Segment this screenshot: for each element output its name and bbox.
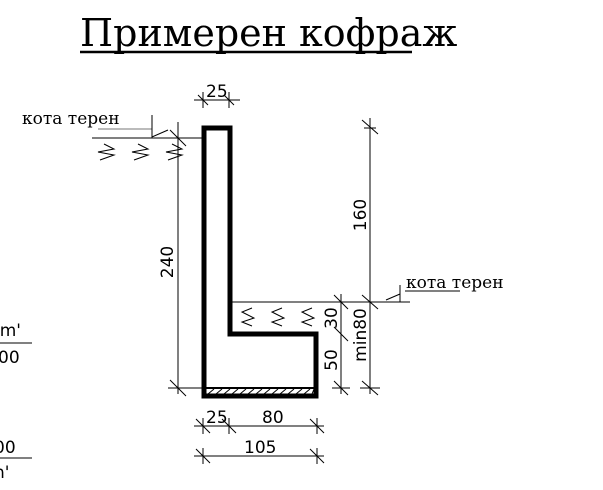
dim-bottom-base-text: 80 xyxy=(262,408,284,428)
dim-total-height: 240 xyxy=(158,122,204,397)
left-ground-label: кота терен xyxy=(22,109,120,129)
dim-min-depth-text: min80 xyxy=(351,308,371,362)
dim-bottom: 25 80 105 xyxy=(194,408,325,464)
hatch-line xyxy=(215,388,223,395)
hatch-line xyxy=(279,388,287,395)
hatch-line xyxy=(207,388,215,395)
hatch-line xyxy=(303,388,311,395)
dim-upper-height-text: 160 xyxy=(351,199,371,231)
fragment-bottom-unit: n' xyxy=(0,463,9,483)
hatch-line xyxy=(287,388,295,395)
dim-bottom-total-text: 105 xyxy=(244,438,276,458)
fragment-top-value: 00 xyxy=(0,348,20,368)
drawing-title: Примерен кофраж xyxy=(80,11,457,55)
base-hatch xyxy=(204,387,316,395)
fragment-bottom-value: 00 xyxy=(0,438,16,458)
right-level-marker-icon xyxy=(385,285,401,302)
retaining-wall-outline xyxy=(201,125,319,399)
margin-fragments: /m' 00 00 n' xyxy=(0,321,32,483)
hatch-line xyxy=(223,388,231,395)
hatch-line xyxy=(295,388,303,395)
dim-step-50-text: 50 xyxy=(322,349,342,371)
right-ground-label: кота терен xyxy=(406,273,504,293)
left-soil-symbols xyxy=(97,143,184,161)
fragment-top-unit: /m' xyxy=(0,321,21,341)
hatch-line xyxy=(311,388,315,395)
dim-step-30-text: 30 xyxy=(322,307,342,329)
hatch-line xyxy=(239,388,247,395)
hatch-line xyxy=(263,388,271,395)
hatch-line xyxy=(255,388,263,395)
hatch-line xyxy=(271,388,279,395)
dim-top-wall: 25 xyxy=(194,82,240,108)
hatch-line xyxy=(231,388,239,395)
dim-step: 30 50 min80 xyxy=(322,294,380,396)
dim-total-height-text: 240 xyxy=(158,246,178,278)
left-level-marker-icon xyxy=(151,115,169,138)
dim-bottom-wall-text: 25 xyxy=(206,408,228,428)
right-soil-symbols xyxy=(240,307,316,327)
dim-top-wall-text: 25 xyxy=(206,82,228,102)
hatch-line xyxy=(247,388,255,395)
dim-upper-height: 160 xyxy=(351,118,379,394)
